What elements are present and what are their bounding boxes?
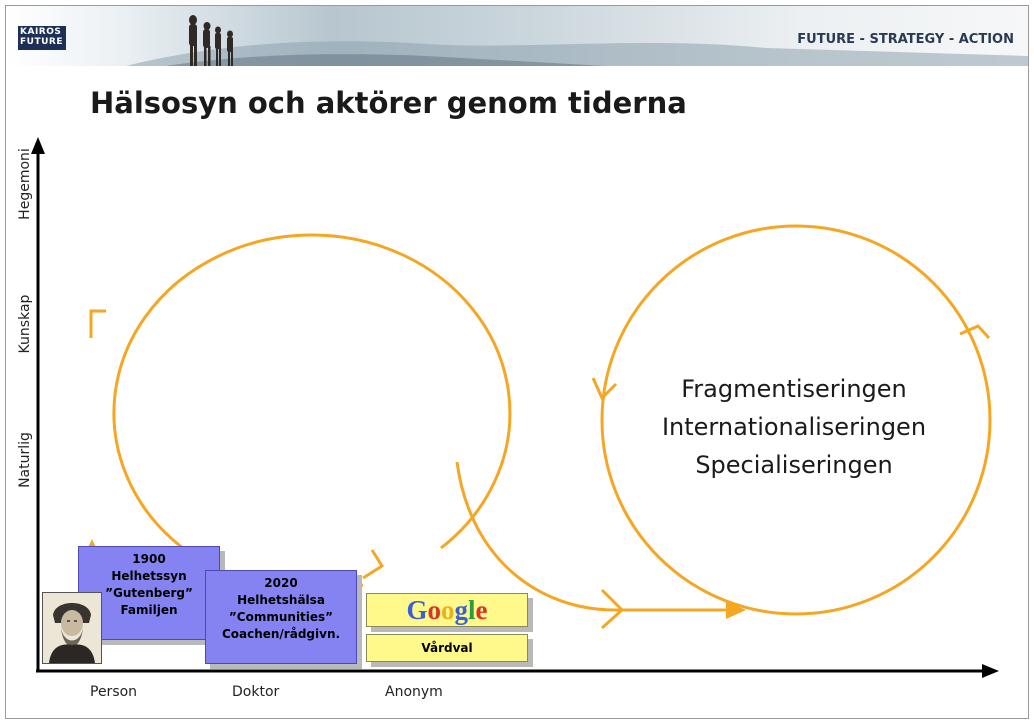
fragment-line-2: Internationaliseringen xyxy=(661,413,927,441)
x-label-doktor: Doktor xyxy=(232,684,280,700)
portrait-image xyxy=(43,593,101,663)
fragmentation-text: Fragmentiseringen Internationaliseringen… xyxy=(614,370,974,484)
x-label-person: Person xyxy=(90,684,138,700)
era-1900-channel: ”Gutenberg” xyxy=(105,586,193,600)
google-logo-letter: G xyxy=(406,595,428,625)
slide-frame xyxy=(5,5,1029,719)
google-logo-letter: g xyxy=(454,595,469,625)
google-box: Google xyxy=(366,593,528,627)
left-cycle-arrowhead-top xyxy=(89,309,106,338)
era-box-2020: 2020 Helhetshälsa ”Communities” Coachen/… xyxy=(205,570,357,664)
google-logo-letter: o xyxy=(441,595,455,625)
era-1900-actor: Familjen xyxy=(120,603,178,617)
era-2020-channel: ”Communities” xyxy=(228,610,334,624)
era-1900-year: 1900 xyxy=(132,552,166,566)
right-cycle xyxy=(600,224,992,616)
left-cycle-arrowhead-bottom xyxy=(362,549,385,580)
tagline: FUTURE - STRATEGY - ACTION xyxy=(797,32,1014,47)
header-photo xyxy=(126,15,1028,66)
era-2020-view: Helhetshälsa xyxy=(237,593,325,607)
header-banner: KAIROS FUTURE FUTURE - STRATEGY - ACTION xyxy=(6,6,1028,66)
right-cycle-arrowhead-right xyxy=(959,324,991,340)
transition-arrowhead-2 xyxy=(726,601,746,619)
x-label-anonym: Anonym xyxy=(385,684,443,700)
y-label-hegemoni: Hegemoni xyxy=(17,148,33,220)
fragment-line-1: Fragmentiseringen xyxy=(681,375,907,403)
era-1900-view: Helhetssyn xyxy=(111,569,187,583)
era-2020-actor: Coachen/rådgivn. xyxy=(221,627,341,641)
x-axis-arrow xyxy=(982,664,999,678)
google-logo-letter: l xyxy=(468,595,476,625)
y-label-naturlig: Naturlig xyxy=(17,432,33,488)
transition-arrowhead-1 xyxy=(600,588,625,630)
slide-title: Hälsosyn och aktörer genom tiderna xyxy=(90,86,687,120)
right-cycle-arrowhead-left xyxy=(591,377,618,401)
y-label-kunskap: Kunskap xyxy=(17,294,33,354)
google-logo-letter: o xyxy=(427,595,442,625)
kairos-future-logo: KAIROS FUTURE xyxy=(18,26,66,50)
y-axis-arrow xyxy=(31,137,45,154)
transition-arrow xyxy=(455,461,735,612)
gutenberg-portrait xyxy=(42,592,102,664)
era-2020-year: 2020 xyxy=(264,576,298,590)
fragment-line-3: Specialiseringen xyxy=(695,451,893,479)
google-logo-letter: e xyxy=(475,595,488,625)
left-cycle xyxy=(112,233,512,593)
vardval-label: Vårdval xyxy=(421,641,473,655)
vardval-box: Vårdval xyxy=(366,634,528,662)
